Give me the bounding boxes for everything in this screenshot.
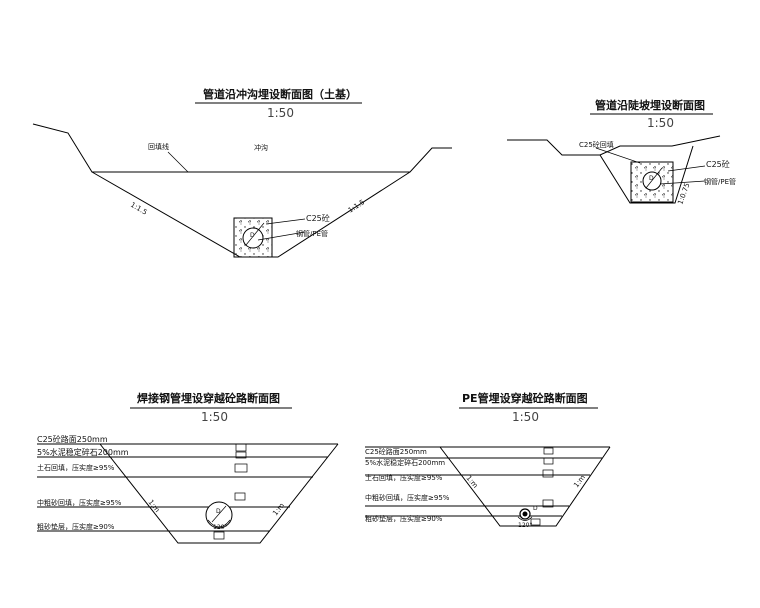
pe-road-pipe-dim-mark: D (533, 505, 538, 512)
pe-road-layer-2: 5%水泥稳定碎石200mm (365, 458, 445, 467)
pe-road-angle: 120° (518, 522, 532, 529)
steep-slope-section-drawing: 管道沿陡坡埋设断面图 1:50 D C25砼回填 C25砼 钢管/PE管 1:0… (507, 98, 736, 206)
steel-road-pipe-dim (211, 505, 227, 523)
pe-road-hatch-4 (542, 499, 554, 508)
steel-road-layer-5: 粗砂垫层，压实度≥90% (37, 522, 115, 531)
gully-concrete-label: C25砼 (306, 213, 330, 223)
pe-road-layer-4: 中粗砂回填，压实度≥95% (365, 493, 450, 502)
steel-pipe-road-section-drawing: 焊接钢管埋设穿越砼路断面图 1:50 C25砼路面250mm 5%水泥稳定碎石2… (37, 391, 339, 544)
steep-slope-title: 管道沿陡坡埋设断面图 (595, 98, 705, 112)
steep-slope-backfill-leader (595, 147, 641, 164)
gully-backfill-leader (167, 151, 189, 173)
gully-pipe-dim-mark: D (250, 232, 255, 239)
pe-road-hatch-1 (543, 447, 554, 455)
steel-road-trench-outline (99, 443, 339, 544)
pe-road-pipe-inner (522, 511, 528, 517)
gully-pipe-dim (245, 222, 265, 246)
steel-road-scale: 1:50 (201, 410, 228, 424)
pe-road-angle-arc (517, 516, 533, 521)
steel-road-hatch-4 (234, 492, 246, 501)
gully-pipe-leader (257, 231, 306, 241)
gully-pipe-label: 钢管/PE管 (296, 229, 328, 238)
steel-road-angle-arc (207, 519, 231, 528)
pe-road-layer-1: C25砼路面250mm (365, 447, 427, 456)
steel-road-hatch-1 (235, 443, 247, 452)
steel-road-slope-right: 1:m (271, 501, 286, 517)
pe-road-hatch-5 (530, 518, 541, 526)
pe-road-title: PE管埋设穿越砼路断面图 (462, 391, 588, 405)
gully-ground-line (32, 123, 452, 173)
steel-road-angle: 120° (213, 524, 227, 531)
steep-slope-trench-outline (599, 145, 694, 204)
steel-road-hatch-3 (234, 463, 248, 473)
steel-road-layer-4: 中粗砂回填，压实度≥95% (37, 498, 122, 507)
steep-slope-pipe-leader (659, 180, 706, 185)
steep-slope-ratio: 1:0.75 (676, 182, 691, 206)
gully-backfill-label: 回填线 (148, 142, 169, 151)
gully-section-drawing: 管道沿冲沟埋设断面图（土基） 1:50 回填线 冲沟 1:1.5 1:1.5 D… (32, 87, 452, 258)
pe-road-layer-5: 粗砂垫层，压实度≥90% (365, 514, 443, 523)
gully-label: 冲沟 (254, 143, 268, 152)
gully-section-title: 管道沿冲沟埋设断面图（土基） (203, 87, 357, 101)
steep-slope-concrete-leader (667, 165, 706, 172)
pe-road-hatch-2 (543, 457, 554, 465)
steep-slope-scale: 1:50 (647, 116, 674, 130)
steep-slope-pipe-dim (645, 167, 663, 189)
steep-slope-backfill-label: C25砼回填 (579, 140, 614, 149)
steel-road-hatch-5 (213, 531, 225, 540)
pe-road-hatch-3 (542, 469, 554, 478)
steel-road-pipe-dim-mark: D (216, 508, 221, 515)
steep-slope-concrete-label: C25砼 (706, 159, 730, 169)
pe-pipe-road-section-drawing: PE管埋设穿越砼路断面图 1:50 C25砼路面250mm 5%水泥稳定碎石20… (365, 391, 611, 529)
gully-section-scale: 1:50 (267, 106, 294, 120)
steel-road-title: 焊接钢管埋设穿越砼路断面图 (137, 391, 280, 405)
gully-slope-right: 1:1.5 (347, 198, 366, 214)
steel-road-layer-1: C25砼路面250mm (37, 434, 108, 444)
steel-road-layer-2: 5%水泥稳定碎石200mm (37, 447, 129, 457)
pe-road-layer-3: 土石回填，压实度≥95% (365, 473, 443, 482)
steep-slope-pipe-label: 钢管/PE管 (704, 177, 736, 186)
gully-concrete-leader (265, 218, 306, 225)
pe-road-slope-right: 1:m (572, 473, 587, 489)
steep-slope-pipe-dim-mark: D (649, 175, 654, 182)
steel-road-hatch-2 (235, 451, 247, 459)
pe-road-scale: 1:50 (512, 410, 539, 424)
steel-road-layer-3: 土石回填，压实度≥95% (37, 463, 115, 472)
pe-road-trench-outline (439, 446, 611, 527)
